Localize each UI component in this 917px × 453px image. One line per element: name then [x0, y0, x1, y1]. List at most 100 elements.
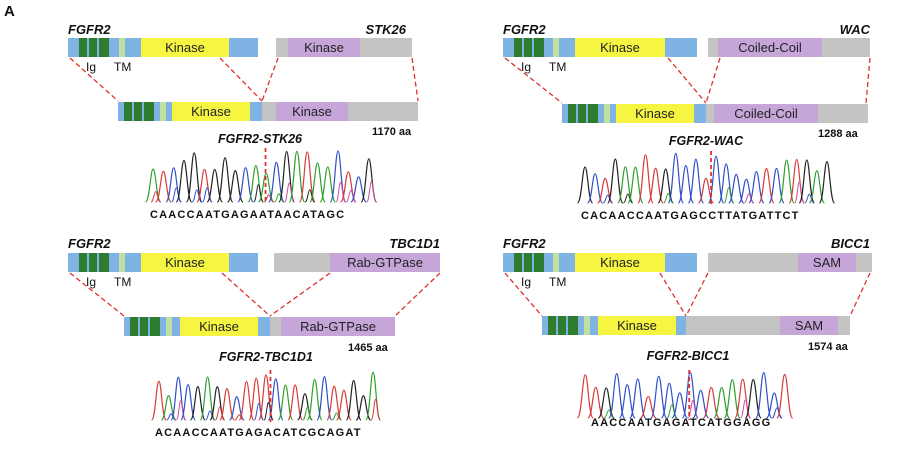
tm-domain: [119, 253, 125, 272]
fusion-length: 1574 aa: [808, 341, 849, 353]
chromatogram-peak: [267, 378, 284, 421]
chromatogram-peak: [345, 379, 362, 421]
chromatogram-minor-peak: [304, 189, 315, 203]
fusion-ig-2: [578, 104, 586, 123]
kinase-domain-label: Kinase: [600, 255, 640, 270]
fusion-kinase-label: Kinase: [191, 104, 231, 119]
chromatogram-peak: [199, 376, 216, 421]
fusion-ig-1: [124, 102, 132, 121]
chromatogram-peak: [728, 173, 745, 204]
chromatogram-minor-peak: [663, 192, 673, 204]
ig-domain-3: [534, 38, 544, 57]
fusion-kinase: [598, 316, 676, 335]
ig-domain-2: [89, 38, 97, 57]
chromatogram-peak: [150, 380, 167, 421]
fgfr2-protein-bar: Kinase: [68, 38, 258, 57]
chromatogram-minor-peak: [744, 193, 754, 204]
fusion-length: 1288 aa: [818, 128, 859, 140]
fusion-partner-domain-label: Kinase: [292, 104, 332, 119]
breakpoint-connectors: [69, 272, 441, 317]
tm-domain: [553, 38, 559, 57]
chromatogram-peak: [687, 158, 705, 204]
chromatogram-minor-peak: [602, 194, 613, 204]
chromatogram-peak: [723, 379, 741, 419]
chromatogram-peak: [288, 150, 306, 203]
fusion-panel-stk26: FGFR2 STK26 Kinase Ig TM Kinase: [68, 22, 419, 221]
fusion-name: FGFR2-WAC: [669, 134, 744, 148]
partner-domain-label: Coiled-Coil: [738, 40, 802, 55]
chromatogram-minor-peak: [366, 181, 377, 203]
breakpoint-connectors: [504, 272, 871, 317]
chromatogram-minor-peak: [794, 181, 805, 204]
chromatogram-peak: [180, 384, 196, 421]
chromatogram-minor-peak: [166, 413, 176, 421]
chromatogram-peak: [576, 166, 594, 204]
chromatogram-peak: [336, 389, 352, 421]
chromatogram-minor-peak: [171, 187, 182, 203]
fusion-panel-tbc1d1: FGFR2 TBC1D1 Kinase Ig TM Rab-GTPase: [68, 236, 441, 439]
kinase-domain-label: Kinase: [165, 40, 205, 55]
fusion-partner-domain-label: SAM: [795, 318, 823, 333]
fgfr2-gene-label: FGFR2: [68, 22, 111, 37]
fusion-tm: [584, 316, 590, 335]
partner-gene-label: BICC1: [831, 236, 870, 251]
partner-domain: [330, 253, 440, 272]
chromatogram-peak: [229, 396, 245, 421]
junction-sequence: ACAACCAATGAGACATCGCAGAT: [155, 427, 362, 439]
fusion-name: FGFR2-STK26: [218, 132, 303, 146]
chromatogram-minor-peak: [253, 402, 264, 421]
tm-label: TM: [549, 275, 566, 289]
ig-domain-3: [534, 253, 544, 272]
tm-label: TM: [549, 60, 566, 74]
chromatogram-peak: [576, 374, 594, 419]
chromatogram-minor-peak: [346, 189, 356, 203]
chromatogram: [576, 370, 794, 420]
chromatogram-minor-peak: [215, 406, 225, 421]
ig-domain-3: [99, 38, 109, 57]
fusion-partner-domain: [714, 104, 818, 123]
ig-label: Ig: [521, 275, 531, 289]
partner-domain-label: Kinase: [304, 40, 344, 55]
chromatogram-peak: [597, 387, 615, 419]
fusion-tm: [604, 104, 610, 123]
ig-domain-3: [99, 253, 109, 272]
partner-domain: [288, 38, 360, 57]
chromatogram: [576, 151, 836, 205]
chromatogram-minor-peak: [191, 189, 202, 203]
chromatogram-peak: [702, 386, 720, 419]
tm-domain: [553, 253, 559, 272]
fusion-protein-bar: Kinase Rab-GTPase: [124, 317, 395, 336]
fusion-ig-2: [558, 316, 566, 335]
ig-domain-1: [514, 38, 522, 57]
fusion-protein-bar: Kinase Coiled-Coil: [562, 104, 868, 123]
partner-domain-label: Rab-GTPase: [347, 255, 423, 270]
fusion-kinase: [180, 317, 258, 336]
chromatogram-peak: [608, 373, 626, 419]
kinase-domain-label: Kinase: [600, 40, 640, 55]
fusion-partner-domain-label: Rab-GTPase: [300, 319, 376, 334]
fusion-protein-bar: Kinase Kinase: [118, 102, 418, 121]
chromatogram-peak: [155, 170, 172, 203]
ig-domain-2: [524, 253, 532, 272]
junction-sequence: CAACCAATGAGAATAACATAGC: [150, 209, 345, 221]
chromatogram-peak: [586, 173, 604, 204]
chromatogram-peak: [206, 168, 224, 203]
chromatogram-peak: [219, 387, 235, 421]
chromatogram-peak: [287, 384, 304, 421]
kinase-domain: [141, 253, 229, 272]
tm-label: TM: [114, 275, 131, 289]
chromatogram-minor-peak: [263, 401, 274, 421]
chromatogram-peak: [818, 161, 836, 204]
fusion-ig-3: [144, 102, 154, 121]
partner-gene-label: WAC: [840, 22, 871, 37]
chromatogram-peak: [798, 159, 815, 204]
fgfr2-protein-bar: Kinase: [68, 253, 258, 272]
chromatogram-minor-peak: [740, 399, 751, 419]
ig-domain-1: [79, 253, 87, 272]
partner-protein-bar: Kinase: [276, 38, 412, 57]
fusion-ig-1: [568, 104, 576, 123]
partner-domain: [718, 38, 822, 57]
chromatogram-peak: [647, 167, 664, 204]
fusion-protein-bar: Kinase SAM: [542, 316, 850, 335]
